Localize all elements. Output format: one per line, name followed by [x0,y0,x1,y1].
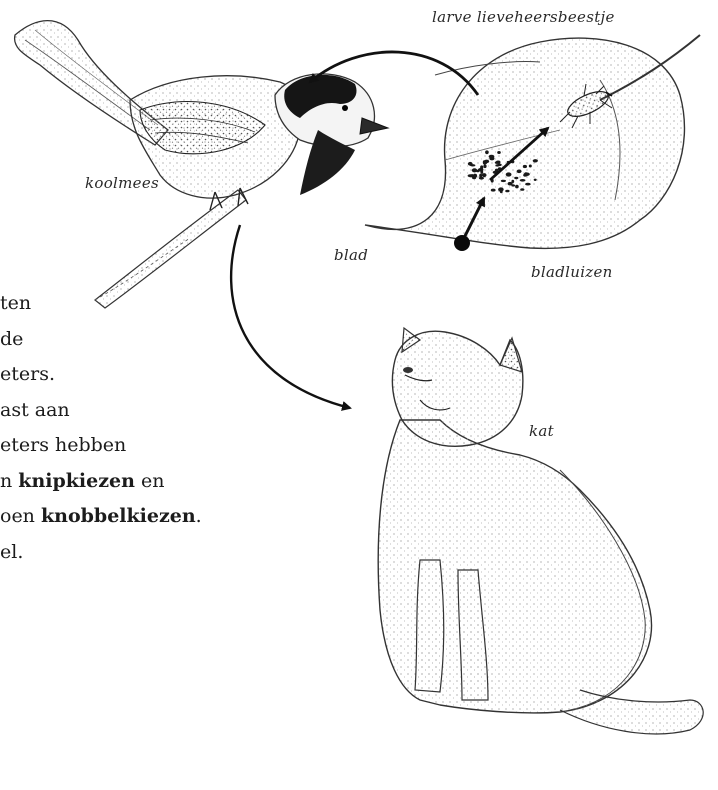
aphid [507,173,510,175]
aphid [511,184,515,186]
aphid [520,188,524,191]
aphid [468,174,474,177]
aphid [517,170,522,174]
aphid [501,180,506,182]
text-line: eters. [0,357,202,393]
leaf-origin-dot [454,235,470,251]
aphid [483,160,486,164]
aphid [489,157,494,161]
aphid [497,151,501,154]
text-line: n knipkiezen en [0,464,202,500]
label-kat: kat [529,422,554,440]
label-larve-lieveheersbeestje: larve lieveheersbeestje [432,8,615,26]
aphid [500,190,503,193]
aphid [483,164,486,168]
aphid [529,165,532,168]
aphid [511,180,514,183]
text-line: eters hebben [0,428,202,464]
aphid [473,174,477,178]
aphid [514,177,518,179]
text-line: oen knobbelkiezen. [0,499,202,535]
label-blad: blad [334,246,368,264]
aphid [523,165,527,168]
aphid [524,172,528,176]
text-line: de [0,322,202,358]
aphid [520,179,526,182]
aphid [495,161,500,164]
aphid [495,164,499,166]
cat-illustration [378,328,703,734]
aphid [472,168,477,172]
aphid [505,190,509,193]
aphid [479,177,484,180]
aphid [482,173,487,177]
label-bladluizen: bladluizen [531,263,613,281]
aphid [533,159,538,162]
term-knobbelkiezen: knobbelkiezen [41,505,196,527]
text-line: el. [0,535,202,571]
aphid [468,162,473,166]
label-koolmees: koolmees [85,174,159,192]
body-text: ten de eters. ast aan eters hebben n kni… [0,286,202,570]
term-knipkiezen: knipkiezen [18,470,135,492]
koolmees-illustration [15,21,388,210]
arrow-koolmees-to-kat [231,225,350,408]
aphid [515,185,519,189]
aphid [491,189,496,192]
aphid [478,168,484,172]
aphid [534,179,537,181]
text-line: ast aan [0,393,202,429]
aphid [525,183,531,186]
aphid [485,150,489,154]
text-line: ten [0,286,202,322]
